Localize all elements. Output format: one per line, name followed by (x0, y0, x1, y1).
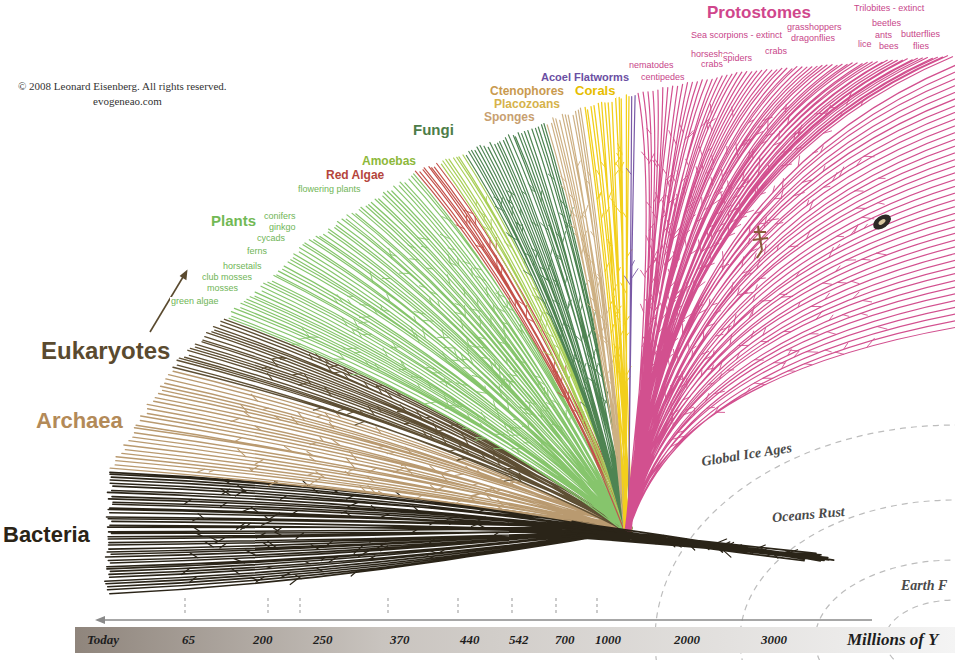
timeline-tick: 2000 (673, 633, 701, 647)
arrow-head (180, 270, 188, 281)
species-label: dragonflies (790, 34, 836, 44)
group-label: Corals (574, 84, 616, 98)
bacteria-tail (644, 534, 798, 558)
species-label: lice (857, 40, 873, 50)
species-label: mosses (206, 284, 239, 294)
species-label: butterflies (900, 30, 941, 40)
species-label: conifers (263, 212, 297, 222)
species-label: ferns (246, 247, 268, 257)
fossil-icons (753, 211, 894, 258)
flatworm-strands (624, 168, 638, 284)
species-label: ants (874, 31, 893, 41)
time-ring (740, 500, 955, 660)
time-ticks (185, 598, 597, 616)
species-label: ginkgo (268, 223, 297, 233)
group-label: Protostomes (706, 4, 812, 23)
sponge-strands (547, 108, 632, 533)
bacteria-tail (562, 521, 834, 561)
protostome-strands (625, 56, 955, 533)
species-label: bees (878, 42, 900, 52)
species-label: spiders (722, 54, 753, 64)
group-label: Amoebas (361, 155, 417, 168)
timeline-tick: 542 (508, 633, 530, 647)
species-label: horsetails (222, 262, 263, 272)
group-label: Sponges (483, 111, 536, 124)
timeline-bar (75, 627, 955, 653)
group-label: Fungi (412, 122, 455, 139)
species-label: green algae (170, 297, 220, 307)
beetle-icon (870, 211, 893, 232)
beetle-icon (878, 218, 887, 226)
credit-text: © 2008 Leonard Eisenberg. All rights res… (17, 80, 228, 92)
credit-text: evogeneao.com (92, 95, 163, 107)
domain-label: Eukaryotes (40, 338, 171, 364)
group-label: Plants (210, 213, 257, 230)
timeline-tick: 250 (312, 633, 334, 647)
species-label: Sea scorpions - extinct (690, 31, 783, 41)
species-label: nematodes (628, 61, 675, 71)
group-label: Red Algae (325, 169, 385, 182)
era-label: Global Ice Ages (699, 440, 794, 470)
timeline-tick: 200 (252, 633, 274, 647)
group-label: Placozoans (493, 98, 561, 111)
scorpion-icon (753, 226, 768, 258)
domain-label: Bacteria (2, 523, 91, 547)
species-label: beetles (871, 19, 902, 29)
axis-title: Millions of Y (846, 631, 939, 650)
coral-strands (597, 144, 632, 392)
species-label: centipedes (640, 73, 686, 83)
species-label: flowering plants (297, 185, 362, 195)
species-label: crabs (764, 47, 788, 57)
coral-strands (585, 95, 631, 533)
timeline-tick: 440 (459, 633, 481, 647)
species-label: flies (912, 42, 930, 52)
era-label: Oceans Rust (770, 504, 846, 526)
domain-label: Archaea (35, 409, 124, 433)
timeline-tick: 1000 (594, 633, 622, 647)
lineage-strands (105, 56, 955, 594)
plant-strands (292, 217, 570, 455)
timeline-tick: Today (86, 633, 120, 647)
group-label: Acoel Flatworms (540, 71, 630, 83)
time-axis-arrow (95, 616, 872, 624)
species-label: Trilobites - extinct (853, 4, 925, 14)
protostome-strands (641, 92, 888, 447)
species-label: cycads (256, 234, 286, 244)
species-label: grasshoppers (786, 23, 843, 33)
timeline-tick: 3000 (760, 633, 788, 647)
timeline-tick: 370 (389, 633, 411, 647)
era-label: Earth F (900, 578, 948, 593)
timeline-tick: 700 (554, 633, 576, 647)
species-label: club mosses (201, 273, 253, 283)
timeline-tick: 65 (181, 633, 196, 647)
group-label: Ctenophores (489, 85, 565, 98)
